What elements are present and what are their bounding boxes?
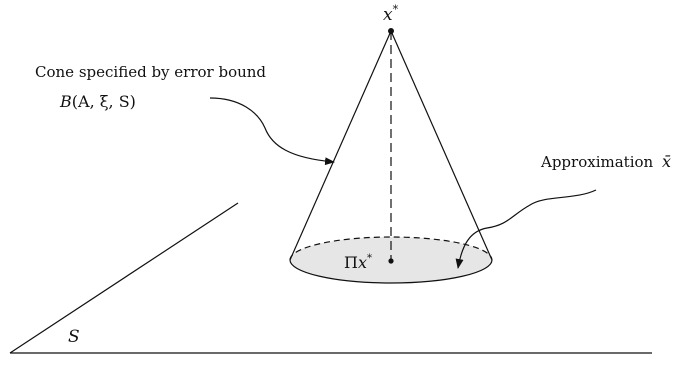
cone-caption-line1: Cone specified by error bound	[35, 63, 266, 81]
approximation-arrow	[455, 189, 597, 269]
projection-label: Πx*	[344, 253, 372, 272]
projection-point	[388, 258, 394, 264]
cone-caption-line2: B(A, ξ, S)	[59, 92, 136, 111]
apex-point	[388, 28, 394, 34]
apex-label: x*	[383, 3, 399, 25]
cone-base-front-solid	[289, 259, 493, 284]
set-s-label: S	[68, 327, 80, 347]
plane-edge-left	[9, 202, 239, 354]
cone-caption-arrow	[209, 97, 335, 166]
cone-base-front	[290, 260, 492, 283]
cone-side-right	[390, 30, 493, 261]
cone-side-left	[289, 30, 392, 261]
approximation-caption: Approximation x̄	[540, 152, 671, 171]
